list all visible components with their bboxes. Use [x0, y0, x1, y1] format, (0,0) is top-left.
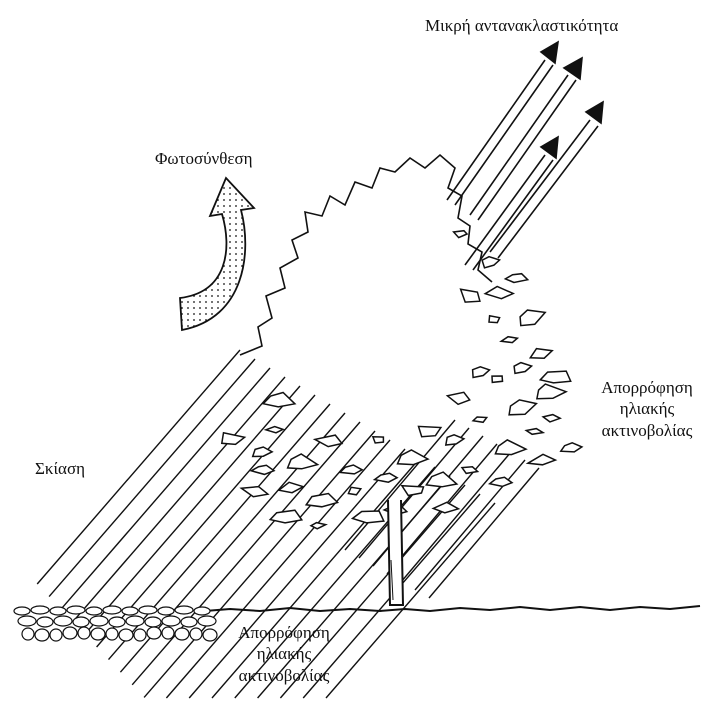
leaf-fragment: [520, 310, 545, 326]
pebble: [134, 629, 146, 641]
leaf-fragment: [540, 371, 570, 383]
leaf-fragment: [348, 487, 360, 495]
reflectance-label: Μικρή αντανακλαστικότητα: [425, 15, 618, 36]
leaf-fragment: [462, 467, 478, 474]
leaf-fragment: [263, 393, 295, 407]
pebble: [86, 607, 102, 615]
radiation-hatch-line: [401, 452, 511, 582]
leaf-fragment: [222, 433, 245, 445]
pebble: [50, 629, 62, 641]
leaf-fragment: [433, 502, 458, 513]
leaf-fragment: [375, 473, 398, 482]
leaf-fragment: [489, 316, 500, 323]
leaf-fragment: [509, 400, 536, 415]
pebble: [22, 628, 34, 640]
leaf-fragment: [473, 417, 487, 422]
leaf-fragment: [306, 494, 337, 507]
leaf-fragment: [537, 384, 566, 399]
photosynthesis-arrow: [180, 178, 254, 330]
photosynthesis-label: Φωτοσύνθεση: [155, 148, 253, 169]
leaf-fragment: [373, 437, 384, 443]
absorption-right-line3: ακτινοβολίας: [582, 420, 712, 441]
pebble: [194, 607, 210, 615]
pebble: [67, 606, 85, 614]
leaf-fragment: [473, 367, 490, 378]
absorption-right-line2: ηλιακής: [582, 398, 712, 419]
tree-crown-outline: [240, 155, 492, 355]
radiation-hatch-line: [61, 368, 270, 609]
leaf-fragment: [402, 486, 424, 496]
leaf-fragment: [495, 440, 526, 455]
pebble: [158, 607, 174, 615]
pebble: [35, 629, 49, 641]
tree-trunk: [388, 500, 403, 605]
leaf-fragment: [426, 472, 457, 487]
pebble: [90, 616, 108, 626]
pebble: [103, 606, 121, 614]
leaf-fragment: [454, 231, 467, 238]
leaf-fragment: [266, 427, 283, 433]
pebble: [37, 617, 53, 627]
ground-pebbles: [14, 606, 217, 641]
pebble: [122, 607, 138, 615]
leaf-fragment: [447, 392, 469, 404]
pebble: [147, 627, 161, 639]
pebble: [78, 627, 90, 639]
pebble: [50, 607, 66, 615]
leaf-fragment: [530, 349, 552, 359]
ground-line: [205, 606, 700, 611]
absorption-bottom-line1: Απορρόφηση: [214, 622, 354, 643]
leaf-fragment: [241, 487, 268, 497]
absorption-right-line1: Απορρόφηση: [582, 377, 712, 398]
leaf-fragment: [419, 426, 441, 436]
leaf-fragment: [461, 289, 480, 302]
leaf-fragment: [482, 257, 500, 268]
pebble: [106, 628, 118, 640]
tree-leaves: [222, 231, 582, 529]
pebble: [73, 617, 89, 627]
leaf-fragment: [528, 454, 555, 465]
pebble: [175, 628, 189, 640]
leaf-fragment: [561, 443, 582, 452]
leaf-fragment: [526, 429, 543, 435]
leaf-fragment: [353, 511, 384, 523]
pebble: [145, 617, 161, 627]
leaf-fragment: [505, 274, 527, 283]
leaf-fragment: [288, 454, 318, 469]
pebble: [162, 616, 180, 626]
pebble: [63, 627, 77, 639]
pebble: [181, 617, 197, 627]
absorption-label-right: Απορρόφηση ηλιακής ακτινοβολίας: [582, 377, 712, 441]
absorption-bottom-line2: ηλιακής: [214, 643, 354, 664]
pebble: [162, 627, 174, 639]
radiation-hatch-line: [85, 386, 300, 634]
pebble: [54, 616, 72, 626]
absorption-label-bottom: Απορρόφηση ηλιακής ακτινοβολίας: [214, 622, 354, 686]
leaf-fragment: [543, 415, 560, 422]
leaf-fragment: [340, 465, 362, 474]
leaf-fragment: [270, 510, 302, 523]
pebble: [190, 628, 202, 640]
shading-label: Σκίαση: [35, 458, 85, 479]
leaf-fragment: [501, 337, 517, 343]
leaf-fragment: [492, 376, 503, 382]
pebble: [18, 616, 36, 626]
pebble: [126, 616, 144, 626]
pebble: [31, 606, 49, 614]
pebble: [175, 606, 193, 614]
pebble: [139, 606, 157, 614]
leaf-fragment: [485, 287, 513, 299]
leaf-fragment: [514, 363, 532, 374]
pebble: [14, 607, 30, 615]
reflected-radiation-arrows: [447, 42, 603, 270]
radiation-hatch-line: [73, 377, 285, 622]
absorption-bottom-line3: ακτινοβολίας: [214, 665, 354, 686]
pebble: [109, 617, 125, 627]
pebble: [119, 629, 133, 641]
leaf-fragment: [315, 435, 342, 447]
pebble: [91, 628, 105, 640]
